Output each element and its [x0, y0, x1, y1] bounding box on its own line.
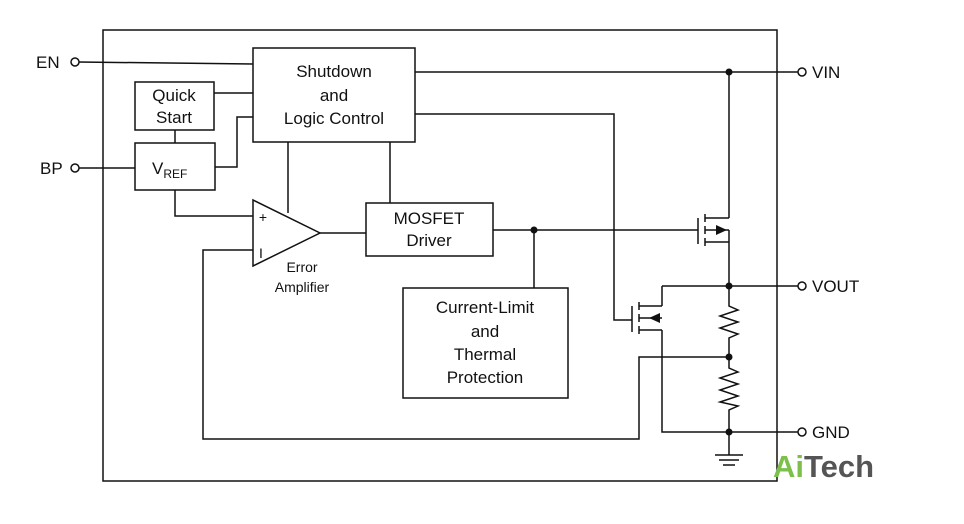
- vout-terminal: [797, 281, 807, 291]
- quick-start-line-2: Start: [156, 108, 192, 127]
- pin-label-vin: VIN: [812, 63, 840, 82]
- driver-line-2: Driver: [406, 231, 452, 250]
- error-amplifier: + I Error Amplifier: [252, 198, 330, 295]
- chip-boundary: [102, 29, 778, 482]
- en-terminal: [70, 57, 80, 67]
- shutdown-line-3: Logic Control: [284, 109, 384, 128]
- quick-start-block: Quick Start: [134, 81, 215, 131]
- shutdown-line-2: and: [320, 86, 348, 105]
- ground-symbol: [715, 454, 743, 466]
- shutdown-line-1: Shutdown: [296, 62, 372, 81]
- bp-terminal: [70, 163, 80, 173]
- current-limit-line-1: Current-Limit: [436, 298, 535, 317]
- pulldown-mosfet: [631, 302, 663, 336]
- junction-dots: [530, 68, 733, 436]
- amp-minus-sign: I: [259, 245, 263, 261]
- driver-line-1: MOSFET: [394, 209, 465, 228]
- vref-label: VREF: [152, 159, 187, 181]
- mosfet-driver-block: MOSFET Driver: [365, 202, 494, 257]
- current-limit-line-2: and: [471, 322, 499, 341]
- resistor-upper: [717, 302, 741, 342]
- current-limit-line-4: Protection: [447, 368, 524, 387]
- resistor-lower: [717, 364, 741, 412]
- amp-plus-sign: +: [259, 209, 267, 225]
- current-limit-block: Current-Limit and Thermal Protection: [402, 287, 569, 399]
- vin-terminal: [797, 67, 807, 77]
- pin-label-bp: BP: [40, 159, 63, 178]
- vref-block: VREF: [134, 142, 216, 191]
- amp-label-line-2: Amplifier: [275, 279, 330, 295]
- wires: [77, 61, 799, 455]
- pin-label-gnd: GND: [812, 423, 850, 442]
- pin-label-en: EN: [36, 53, 60, 72]
- amp-label-line-1: Error: [286, 259, 317, 275]
- gnd-terminal: [797, 427, 807, 437]
- pin-label-vout: VOUT: [812, 277, 859, 296]
- aitech-logo: AiTech: [773, 449, 874, 484]
- pass-mosfet: [697, 212, 730, 248]
- quick-start-line-1: Quick: [152, 86, 196, 105]
- current-limit-line-3: Thermal: [454, 345, 516, 364]
- shutdown-logic-block: Shutdown and Logic Control: [252, 47, 416, 143]
